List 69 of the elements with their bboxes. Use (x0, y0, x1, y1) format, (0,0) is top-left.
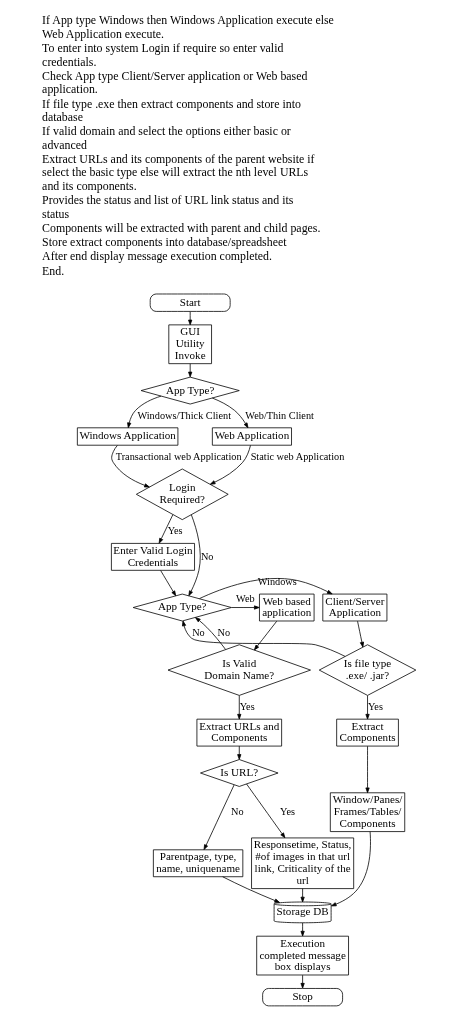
node-box: Extract URLs and Components (196, 718, 282, 747)
node-box: Responsetime, Status, #of images in that url link, Criticality of the url (250, 837, 354, 889)
arrow (300, 922, 305, 937)
arrow (126, 395, 161, 429)
arrow (364, 695, 370, 720)
arrow (221, 876, 280, 903)
edge-label: Transactional web Application (115, 450, 242, 462)
arrow (253, 620, 277, 651)
node-diamond: Is file type .exe/ .jar? (318, 644, 416, 696)
label: If App type Windows then Windows Application execute else Web Application execute. (41, 13, 334, 41)
node-box: Web Application (211, 427, 292, 446)
label: If valid domain and select the options either basic or advanced (41, 124, 291, 152)
node-box: Extract Components (335, 718, 399, 747)
arrow (356, 620, 364, 648)
edge-label: Windows/Thick Client (136, 409, 231, 421)
label: If file type .exe then extract components and store into database (41, 96, 301, 124)
arrow (330, 831, 371, 907)
node-box: Start (149, 293, 231, 312)
arrow (181, 620, 345, 657)
label: Components will be extracted with parent and child pages. (41, 220, 320, 235)
arrow (230, 605, 260, 610)
node-diamond: App Type? (140, 376, 240, 405)
node-box: GUI Utility Invoke (167, 324, 212, 365)
arrow (236, 745, 241, 760)
edge-label: Yes (367, 700, 383, 712)
edge-label: Static web Application (250, 450, 344, 462)
label: Store extract components into database/spreadsheet (41, 235, 286, 250)
edge-label: No (191, 626, 205, 638)
arrow (187, 514, 201, 597)
edge-label: Yes (167, 525, 183, 537)
label: To enter into system Login if require so enter valid credentials. (41, 41, 283, 69)
edge-label: No (200, 550, 213, 562)
node-diamond: Login Required? (135, 468, 229, 521)
node-box: Window/Panes/ Frames/Tables/ Components (329, 792, 405, 832)
arrow (187, 363, 192, 378)
arrow (198, 578, 333, 599)
node-box: Execution completed message box displays (255, 935, 349, 976)
arrow (300, 888, 305, 903)
node-box: Stop (261, 988, 343, 1007)
arrow (159, 570, 176, 597)
edge-label: Web/Thin Client (244, 409, 314, 421)
edge-label: Web (235, 593, 255, 605)
label: After end display message execution completed. (41, 249, 272, 264)
edge-label: No (217, 626, 230, 638)
label: Check App type Client/Server application or Web based application. (41, 68, 307, 97)
node-box: Enter Valid Login Credentials (110, 543, 195, 571)
arrow (194, 617, 226, 650)
node-box: Parentpage, type, name, uniquename (152, 849, 243, 878)
node-box: Windows Application (76, 427, 178, 446)
node-box: Web based application (258, 593, 314, 622)
edge-label: Windows (257, 575, 297, 587)
arrow (364, 745, 370, 794)
arrow (245, 783, 285, 839)
label: Provides the status and list of URL link status and its status (41, 193, 293, 221)
arrow (110, 445, 150, 488)
edge-label: Yes (239, 700, 255, 712)
edge-label: No (230, 805, 244, 817)
node-diamond: Is URL? (199, 759, 278, 787)
arrow (236, 695, 241, 720)
arrow (187, 311, 192, 326)
edge-label: Yes (279, 805, 295, 817)
node-box: Client/Server Application (321, 593, 387, 622)
label: Extract URLs and its components of the parent website if select the basic type else will extract the nth level URLs and its components. (41, 151, 314, 193)
arrow (209, 445, 251, 485)
arrow (203, 784, 234, 850)
arrow (158, 514, 173, 544)
label: End. (41, 263, 64, 278)
arrow (300, 974, 305, 989)
arrow (211, 397, 248, 429)
